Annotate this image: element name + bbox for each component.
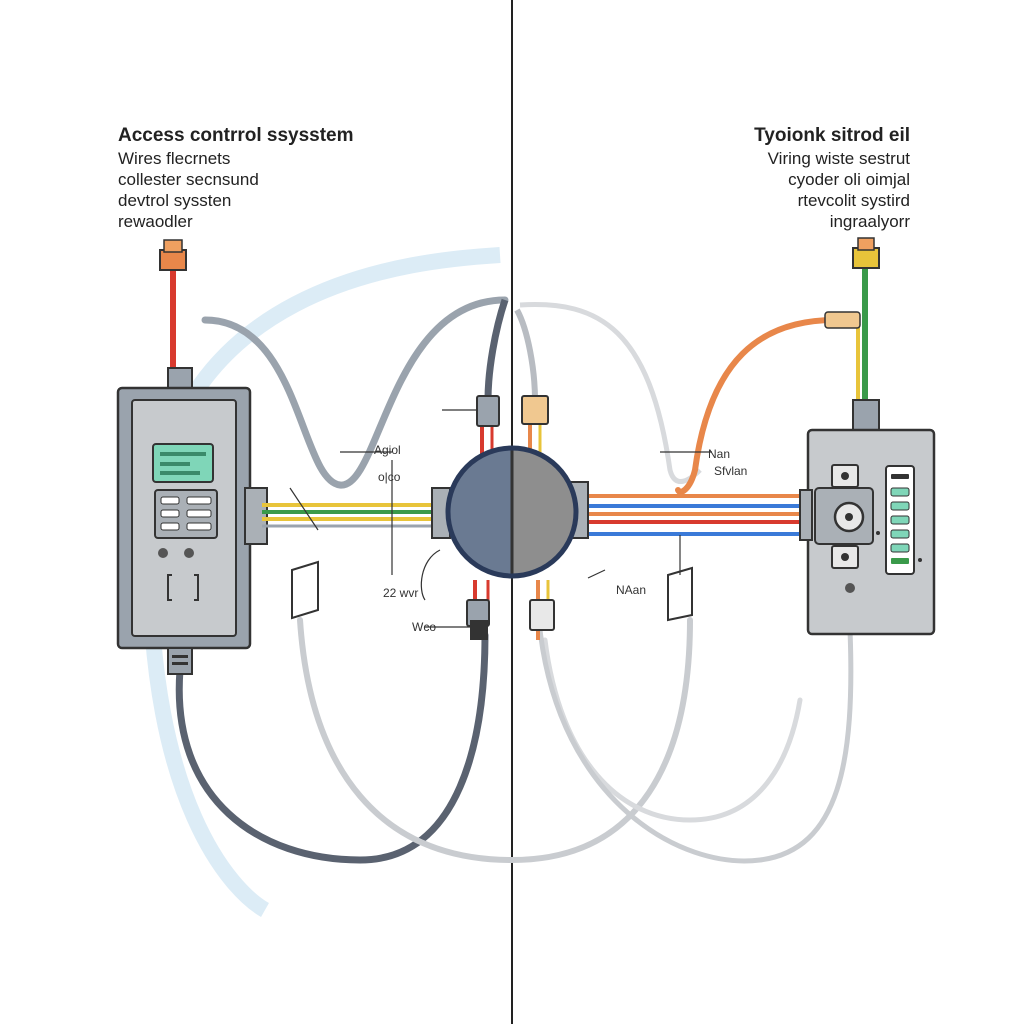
label-right-top-2: Sfvlan bbox=[714, 464, 748, 478]
top-center-cable-light bbox=[514, 308, 538, 401]
left-wire-bundle bbox=[262, 503, 440, 528]
left-top-cable bbox=[201, 296, 509, 489]
label-right-bottom: NAan bbox=[616, 583, 647, 597]
label-left-top-2: o|co bbox=[378, 470, 401, 484]
right-control-panel bbox=[799, 399, 936, 636]
annotation-lines bbox=[289, 409, 712, 628]
left-panel-title: Access contrrol ssysstem bbox=[118, 125, 354, 146]
right-top-cable-light bbox=[519, 301, 702, 484]
label-right-top-1: Nan bbox=[708, 447, 731, 461]
right-outer-loop-cable bbox=[537, 627, 854, 864]
hub-vertical-wires bbox=[466, 395, 555, 640]
junction-hub bbox=[431, 445, 589, 579]
right-inner-loop-cable bbox=[542, 637, 803, 823]
right-wire-bundle bbox=[575, 494, 808, 536]
right-panel-line-1: Viring wiste sestrut bbox=[767, 149, 910, 168]
right-top-connector bbox=[852, 247, 880, 269]
left-panel-line-3: devtrol syssten bbox=[118, 191, 232, 210]
right-panel-line-3: rtevcolit systird bbox=[797, 191, 910, 210]
left-outer-loop-cable bbox=[175, 631, 489, 864]
left-panel-line-1: Wires flecrnets bbox=[118, 149, 231, 168]
left-inner-loop-cable bbox=[297, 617, 693, 864]
left-cable-tag bbox=[291, 560, 319, 620]
right-panel-line-4: ingraalyorr bbox=[829, 212, 910, 231]
label-left-top-1: Agiol bbox=[374, 443, 401, 457]
right-cable-tag bbox=[667, 566, 693, 622]
left-panel-line-4: rewaodler bbox=[118, 212, 193, 231]
label-left-bottom-2: Wco bbox=[412, 620, 436, 634]
right-top-cable-orange bbox=[675, 317, 838, 495]
right-panel-title: Tyoionk sitrod eil bbox=[754, 125, 910, 146]
right-panel-line-2: cyoder oli oimjal bbox=[788, 170, 910, 189]
left-control-panel bbox=[116, 367, 268, 675]
left-top-connector bbox=[159, 249, 187, 271]
left-panel-line-2: collester secnsund bbox=[118, 170, 259, 189]
top-center-cable-dark bbox=[484, 298, 509, 401]
label-left-bottom-1: 22 wvr bbox=[383, 586, 419, 600]
